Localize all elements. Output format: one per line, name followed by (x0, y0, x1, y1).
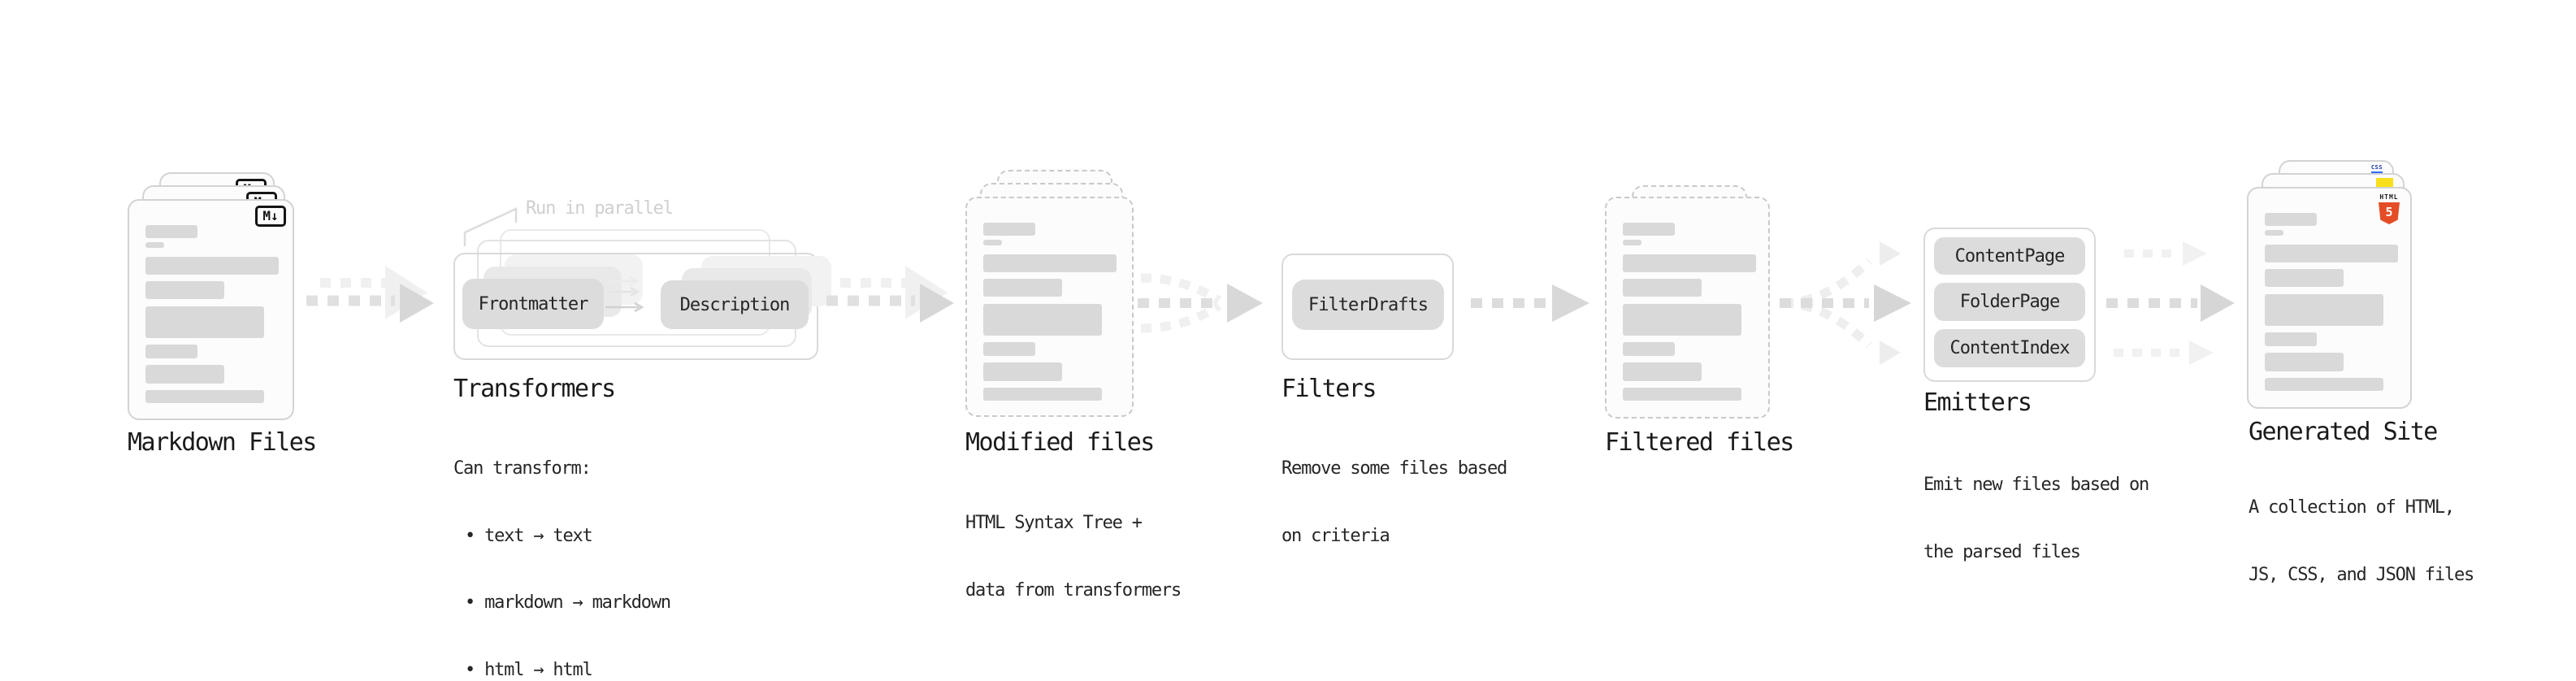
description-transformer-chip: Description (661, 280, 809, 329)
generated-file-card-html: HTML 5 (2247, 187, 2412, 409)
text-line-placeholder (145, 281, 224, 299)
text-line-placeholder (2265, 269, 2344, 287)
run-in-parallel-leader-line (463, 207, 518, 246)
modified-files-subtitle: HTML Syntax Tree + data from transformer… (965, 467, 1182, 646)
text-line-placeholder (2265, 332, 2317, 346)
filtered-files-stack (1605, 185, 1800, 421)
text-line-placeholder (2265, 294, 2383, 326)
arrow-transformers-to-modified (826, 266, 954, 323)
filters-box (1281, 254, 1454, 360)
transformers-assembly: Run in parallel Frontmatter Description (453, 195, 835, 370)
text-line-placeholder (1623, 362, 1702, 381)
text-line-placeholder (983, 388, 1102, 401)
arrow-filters-to-filtered (1471, 284, 1589, 322)
text-line-placeholder (983, 279, 1062, 297)
text-line-placeholder (145, 257, 279, 275)
generated-site-title: Generated Site (2249, 418, 2438, 446)
subtitle-line: the parsed files (1923, 541, 2081, 562)
parallel-arrows-icon (605, 275, 644, 313)
arrow-emitters-to-generated (2106, 241, 2235, 365)
html5-icon-label: HTML (2379, 193, 2399, 201)
text-line-placeholder (1623, 388, 1741, 401)
text-line-placeholder (983, 342, 1035, 356)
contentindex-emitter-chip: ContentIndex (1934, 329, 2085, 367)
markdown-files-title: Markdown Files (128, 428, 317, 457)
text-line-placeholder (145, 242, 164, 248)
html5-icon-shield: 5 (2379, 202, 2400, 224)
emitters-title: Emitters (1923, 388, 2032, 417)
subtitle-line: on criteria (1281, 525, 1390, 546)
transform-bullet: • markdown → markdown (465, 592, 671, 613)
markdown-file-card-front: M↓ (128, 199, 294, 420)
text-line-placeholder (2265, 353, 2344, 371)
run-in-parallel-label: Run in parallel (526, 198, 674, 219)
css-icon: CSS (2370, 165, 2383, 174)
transformers-description: Can transform: • text → text • markdown … (453, 413, 671, 681)
subtitle-line: Emit new files based on (1923, 475, 2149, 495)
text-line-placeholder (983, 362, 1062, 381)
generated-site-stack: CSS HTML 5 (2247, 160, 2442, 409)
subtitle-line: JS, CSS, and JSON files (2249, 564, 2474, 585)
js-icon (2376, 178, 2393, 188)
filtered-files-title: Filtered files (1605, 428, 1794, 457)
subtitle-line: Remove some files based (1281, 458, 1507, 479)
text-line-placeholder (145, 306, 264, 338)
arrow-markdown-to-transformers (306, 266, 434, 323)
modified-file-card-front (965, 197, 1134, 417)
text-line-placeholder (983, 223, 1035, 236)
folderpage-emitter-chip: FolderPage (1934, 283, 2085, 321)
emitters-box (1923, 228, 2096, 382)
text-line-placeholder (1623, 240, 1641, 245)
markdown-icon: M↓ (255, 206, 286, 227)
transformers-title: Transformers (453, 375, 616, 403)
text-line-placeholder (145, 345, 197, 358)
text-line-placeholder (1623, 254, 1756, 272)
modified-files-title: Modified files (965, 428, 1155, 457)
subtitle-line: A collection of HTML, (2249, 497, 2455, 518)
modified-files-stack (965, 170, 1160, 419)
text-line-placeholder (1623, 223, 1675, 236)
text-line-placeholder (1623, 279, 1702, 297)
can-transform-heading: Can transform: (453, 458, 592, 479)
filters-title: Filters (1281, 375, 1377, 403)
transform-bullet: • html → html (465, 659, 593, 680)
text-line-placeholder (983, 240, 1002, 245)
text-line-placeholder (1623, 342, 1675, 356)
emitters-subtitle: Emit new files based on the parsed files (1923, 429, 2149, 608)
subtitle-line: HTML Syntax Tree + (965, 513, 1143, 533)
filters-subtitle: Remove some files based on criteria (1281, 413, 1507, 592)
text-line-placeholder (145, 225, 197, 238)
text-line-placeholder (2265, 245, 2398, 262)
filtered-file-card-front (1605, 197, 1770, 419)
text-line-placeholder (983, 254, 1117, 272)
contentpage-emitter-chip: ContentPage (1934, 237, 2085, 275)
arrow-filtered-to-emitters (1780, 241, 1911, 365)
generated-site-subtitle: A collection of HTML, JS, CSS, and JSON … (2249, 452, 2474, 631)
frontmatter-transformer-chip: Frontmatter (462, 279, 604, 329)
text-line-placeholder (1623, 304, 1741, 336)
transformer-box-front (453, 253, 818, 360)
text-line-placeholder (2265, 213, 2317, 226)
text-line-placeholder (2265, 230, 2283, 236)
text-line-placeholder (145, 365, 224, 384)
html5-icon: HTML 5 (2378, 194, 2400, 224)
subtitle-line: data from transformers (965, 579, 1182, 601)
markdown-files-stack: M↓ M↓ M↓ (128, 172, 323, 421)
text-line-placeholder (2265, 378, 2383, 391)
arrow-modified-to-filters (1138, 273, 1263, 333)
text-line-placeholder (983, 304, 1102, 336)
text-line-placeholder (145, 390, 264, 403)
transform-bullet: • text → text (465, 525, 593, 546)
filterdrafts-chip: FilterDrafts (1292, 280, 1444, 330)
